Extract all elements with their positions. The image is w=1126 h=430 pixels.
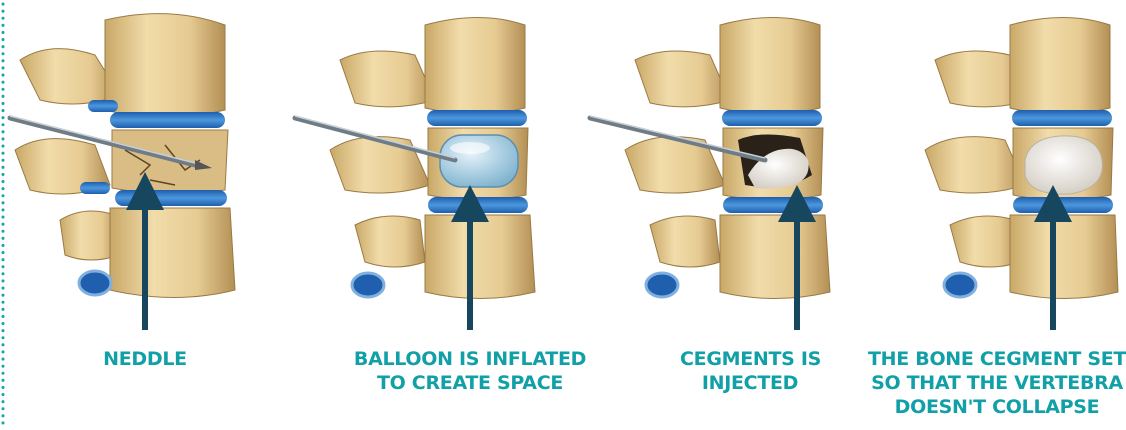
pedicle-ring [944, 273, 976, 297]
pedicle-ring [79, 271, 111, 295]
vertebral-body [1010, 215, 1118, 299]
intervertebral-disc [110, 112, 225, 128]
caption-cement-injected: CEGMENTS IS INJECTED [680, 347, 820, 395]
caption-balloon: BALLOON IS INFLATED TO CREATE SPACE [340, 347, 600, 395]
caption-line: THE BONE CEGMENT SETS [868, 347, 1126, 371]
balloon-highlight [450, 142, 490, 154]
vertebral-body [110, 208, 235, 298]
caption-bone-cement-sets: THE BONE CEGMENT SETS SO THAT THE VERTEB… [868, 347, 1126, 419]
intervertebral-disc [1012, 110, 1112, 126]
caption-line: SO THAT THE VERTEBRA [868, 371, 1126, 395]
spinous-process [925, 137, 1025, 193]
caption-line: INJECTED [680, 371, 820, 395]
vertebral-body [720, 215, 830, 299]
intervertebral-disc [722, 110, 822, 126]
caption-needle: NEDDLE [90, 347, 200, 371]
spinous-process [635, 51, 730, 107]
vertebral-body [720, 18, 820, 115]
caption-line: CEGMENTS IS [680, 347, 820, 371]
dotted-left-border [0, 0, 10, 430]
panel-4-illustration [925, 18, 1118, 331]
panel-3-illustration [590, 18, 830, 331]
spinous-process [330, 137, 430, 193]
caption-line: BALLOON IS INFLATED [340, 347, 600, 371]
panel-1-illustration [10, 14, 235, 330]
caption-line: DOESN'T COLLAPSE [868, 395, 1126, 419]
pedicle-ring [646, 273, 678, 297]
facet-disc [80, 182, 110, 194]
spinous-process [340, 51, 435, 107]
caption-line: NEDDLE [90, 347, 200, 371]
set-bone-cement [1025, 136, 1102, 194]
intervertebral-disc [427, 110, 527, 126]
vertebral-body [1010, 18, 1110, 115]
spinous-process [355, 216, 425, 267]
caption-line: TO CREATE SPACE [340, 371, 600, 395]
vertebral-body [425, 215, 535, 299]
pedicle-ring [352, 273, 384, 297]
vertebral-body [425, 18, 525, 115]
spinous-process [650, 216, 720, 267]
panel-2-illustration [295, 18, 535, 331]
vertebral-body [105, 14, 225, 118]
facet-disc [88, 100, 118, 112]
